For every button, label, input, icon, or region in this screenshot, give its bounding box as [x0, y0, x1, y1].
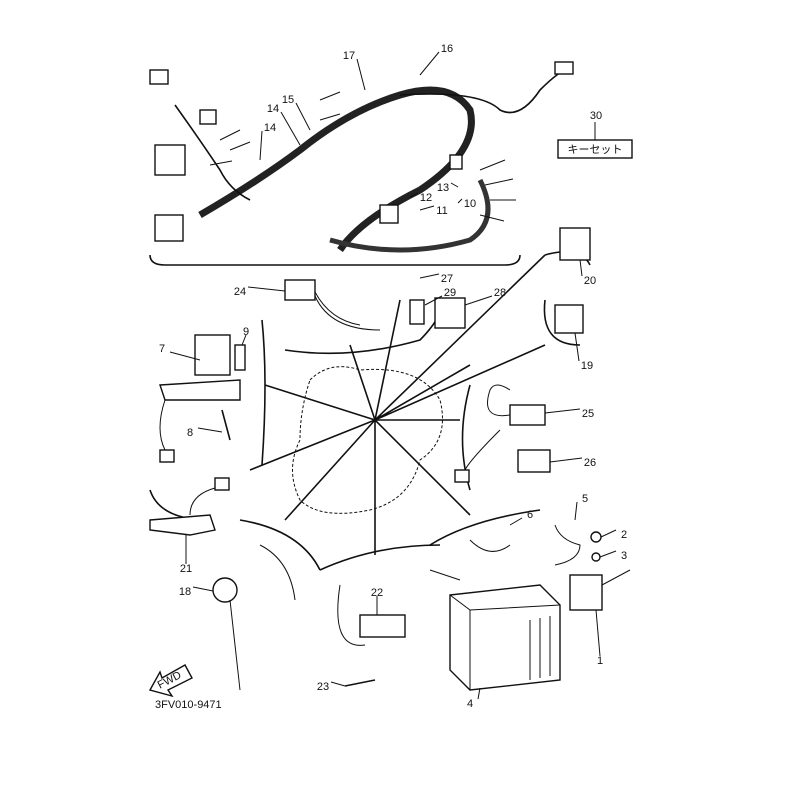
part-26	[517, 449, 551, 473]
callout-leader	[600, 529, 617, 538]
callout-14: 14	[264, 122, 276, 134]
callout-6: 6	[527, 509, 533, 521]
callout-19: 19	[581, 360, 593, 372]
callout-5: 5	[582, 493, 588, 505]
callout-leader	[247, 286, 286, 292]
callout-7: 7	[159, 343, 165, 355]
callout-leader	[574, 501, 578, 521]
callout-4: 4	[467, 698, 473, 710]
callout-leader	[356, 58, 366, 91]
callout-leader	[549, 457, 583, 463]
callout-leader	[241, 334, 247, 346]
callout-leader	[574, 332, 580, 362]
callout-23: 23	[317, 681, 329, 693]
callout-leader	[595, 609, 601, 657]
callout-12: 12	[420, 192, 432, 204]
part-7	[194, 334, 231, 376]
callout-leader	[419, 51, 440, 76]
callout-leader	[457, 198, 463, 204]
part-24	[284, 279, 316, 301]
callout-leader	[295, 102, 311, 131]
callout-leader	[509, 517, 523, 526]
callout-leader	[197, 427, 223, 433]
callout-leader	[169, 351, 201, 361]
callout-leader	[330, 681, 346, 687]
callout-leader	[464, 295, 493, 306]
callout-leader	[259, 130, 263, 161]
callout-20: 20	[584, 275, 596, 287]
callout-leader	[579, 259, 583, 277]
part-18	[212, 577, 238, 603]
callout-25: 25	[582, 408, 594, 420]
callout-2: 2	[621, 529, 627, 541]
parts	[149, 227, 631, 691]
callout-27: 27	[441, 273, 453, 285]
callout-leader	[450, 182, 459, 188]
callout-22: 22	[371, 587, 383, 599]
part-22	[359, 614, 406, 638]
part-4-battery	[449, 584, 561, 691]
callout-leader	[419, 205, 435, 211]
callout-24: 24	[234, 286, 246, 298]
part-3	[591, 552, 601, 562]
part-21	[149, 514, 216, 536]
part-2	[590, 531, 602, 543]
part-19	[554, 304, 584, 334]
callout-10: 10	[464, 198, 476, 210]
callout-leader	[409, 192, 419, 198]
callout-28: 28	[494, 287, 506, 299]
diagram-code: 3FV010-9471	[155, 699, 222, 711]
part-9	[234, 344, 246, 371]
callout-leader	[544, 408, 581, 414]
callout-29: 29	[444, 287, 456, 299]
part-1	[569, 574, 603, 611]
callout-3: 3	[621, 550, 627, 562]
callout-leader	[599, 550, 617, 558]
callout-leader	[419, 273, 440, 279]
callout-17: 17	[343, 50, 355, 62]
part-20	[559, 227, 591, 261]
callout-21: 21	[180, 563, 192, 575]
callout-16: 16	[441, 43, 453, 55]
part-28	[434, 297, 466, 329]
fwd-arrow: FWD	[148, 664, 193, 698]
callout-26: 26	[584, 457, 596, 469]
callout-8: 8	[187, 427, 193, 439]
callout-1: 1	[597, 655, 603, 667]
callout-leader	[280, 111, 301, 146]
key-set-number: 30	[590, 110, 602, 122]
wire-harness	[149, 61, 574, 266]
callout-leader	[477, 687, 481, 700]
key-set-callout: 30 キーセット	[557, 110, 633, 159]
callout-11: 11	[436, 205, 447, 217]
callout-15: 15	[282, 94, 294, 106]
callout-leader	[424, 295, 443, 306]
callout-18: 18	[179, 586, 191, 598]
callout-14: 14	[267, 103, 279, 115]
part-29	[409, 299, 425, 325]
callout-9: 9	[243, 326, 249, 338]
callout-leader	[192, 586, 214, 592]
key-set-label: キーセット	[568, 143, 623, 156]
part-25	[509, 404, 546, 426]
callout-13: 13	[437, 182, 449, 194]
